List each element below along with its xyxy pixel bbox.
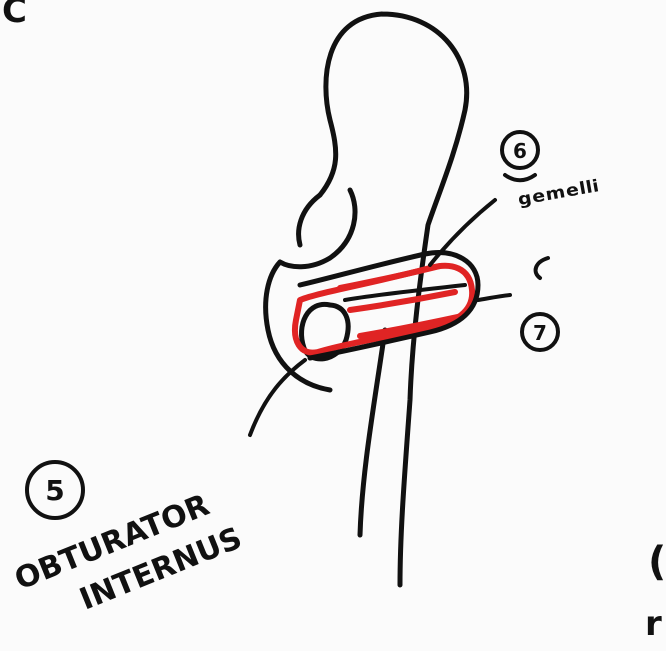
right-edge-text-fragment: r — [645, 604, 662, 644]
femur-outline — [320, 14, 467, 585]
label-5-number: 5 — [45, 474, 64, 507]
right-edge-circle-fragment: ( — [648, 539, 666, 585]
muscle-stripe-middle — [350, 292, 455, 310]
bracket-mark — [536, 258, 548, 278]
ischial-line — [250, 360, 305, 435]
label-7-number: 7 — [533, 321, 547, 345]
leader-line-6 — [430, 200, 495, 265]
label-6-brace — [505, 175, 535, 180]
leader-line-7 — [478, 295, 510, 300]
label-6-text: ᵍᵉᵐᵉˡˡⁱ — [515, 174, 603, 223]
corner-text-fragment: C — [2, 0, 27, 31]
label-6-number: 6 — [513, 139, 527, 163]
